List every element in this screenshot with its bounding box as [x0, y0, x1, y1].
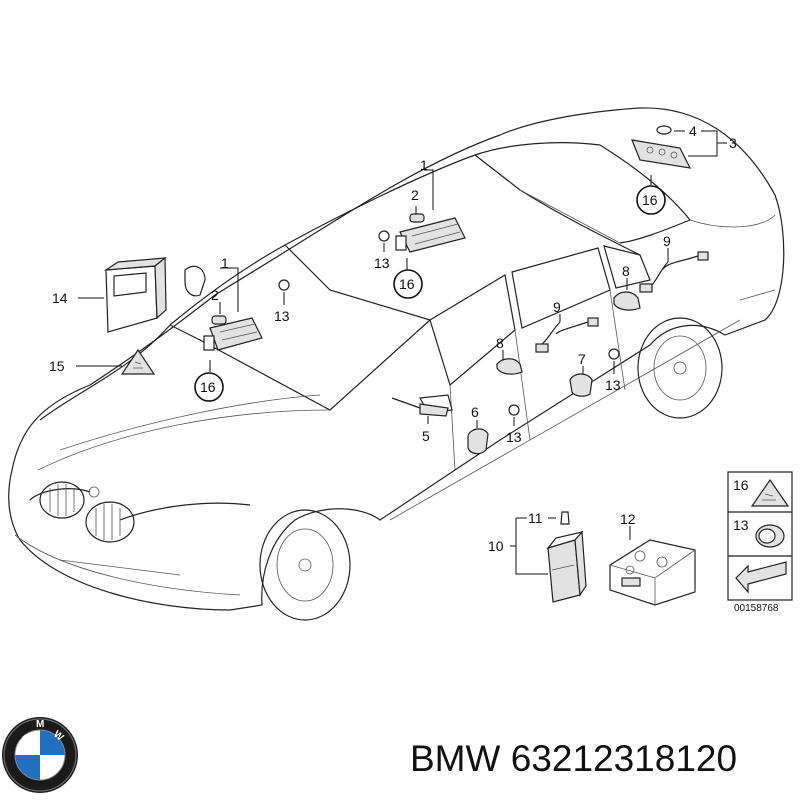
callout-9-rear: 9: [663, 233, 671, 249]
circle-16-front: [194, 372, 224, 402]
callout-9-front: 9: [553, 299, 561, 315]
callout-6: 6: [471, 404, 479, 420]
callout-2-front: 2: [211, 287, 219, 303]
glovebox-light: [78, 256, 167, 333]
car-outline: [8, 107, 785, 621]
callout-1-front: 1: [221, 255, 229, 271]
direction-arrow-icon: [735, 561, 787, 594]
callout-13-center: 13: [374, 255, 390, 271]
callout-1-center: 1: [420, 157, 428, 173]
callout-16-front: 16: [200, 379, 216, 395]
grommet-plug-icon: [755, 524, 785, 548]
front-interior-light: [203, 267, 290, 372]
callout-7: 7: [578, 351, 586, 367]
hazard-triangle-icon: [76, 348, 156, 375]
callout-10: 10: [488, 538, 504, 554]
caption-part-number: 63212318120: [510, 738, 738, 779]
legend-box: [727, 471, 793, 601]
light-module: [510, 511, 587, 603]
callout-11: 11: [528, 510, 543, 526]
callout-13-front: 13: [274, 308, 290, 324]
bmw-roundel-logo: B M W: [2, 717, 78, 793]
legend-number-16: 16: [733, 477, 749, 493]
callout-4: 4: [689, 123, 697, 139]
callout-14: 14: [52, 290, 68, 306]
center-interior-light: [378, 169, 466, 270]
callout-5: 5: [422, 428, 430, 444]
legend-number-13: 13: [733, 517, 749, 533]
callout-15: 15: [49, 358, 65, 374]
callout-13-frontdoor: 13: [506, 429, 522, 445]
caption-brand: BMW: [410, 738, 501, 779]
svg-text:M: M: [36, 719, 44, 730]
callout-16-rear: 16: [642, 192, 658, 208]
part-caption: BMW 63212318120: [410, 738, 737, 780]
circle-16-center: [393, 269, 423, 299]
warning-triangle-icon: [750, 478, 790, 507]
callout-8-front: 8: [496, 335, 504, 351]
front-door-lights: [391, 314, 599, 455]
rear-door-lights: [608, 248, 709, 374]
rear-reading-light: [631, 125, 727, 185]
callout-16-center: 16: [399, 276, 415, 292]
callout-2-center: 2: [411, 187, 419, 203]
callout-13-reardoor: 13: [605, 377, 621, 393]
diagram-reference-code: 00158768: [734, 603, 779, 614]
circle-16-rear: [636, 185, 666, 215]
bulb-kit-box: [609, 526, 696, 606]
callout-12: 12: [620, 511, 636, 527]
callout-8-rear: 8: [622, 263, 630, 279]
callout-3: 3: [729, 135, 737, 151]
